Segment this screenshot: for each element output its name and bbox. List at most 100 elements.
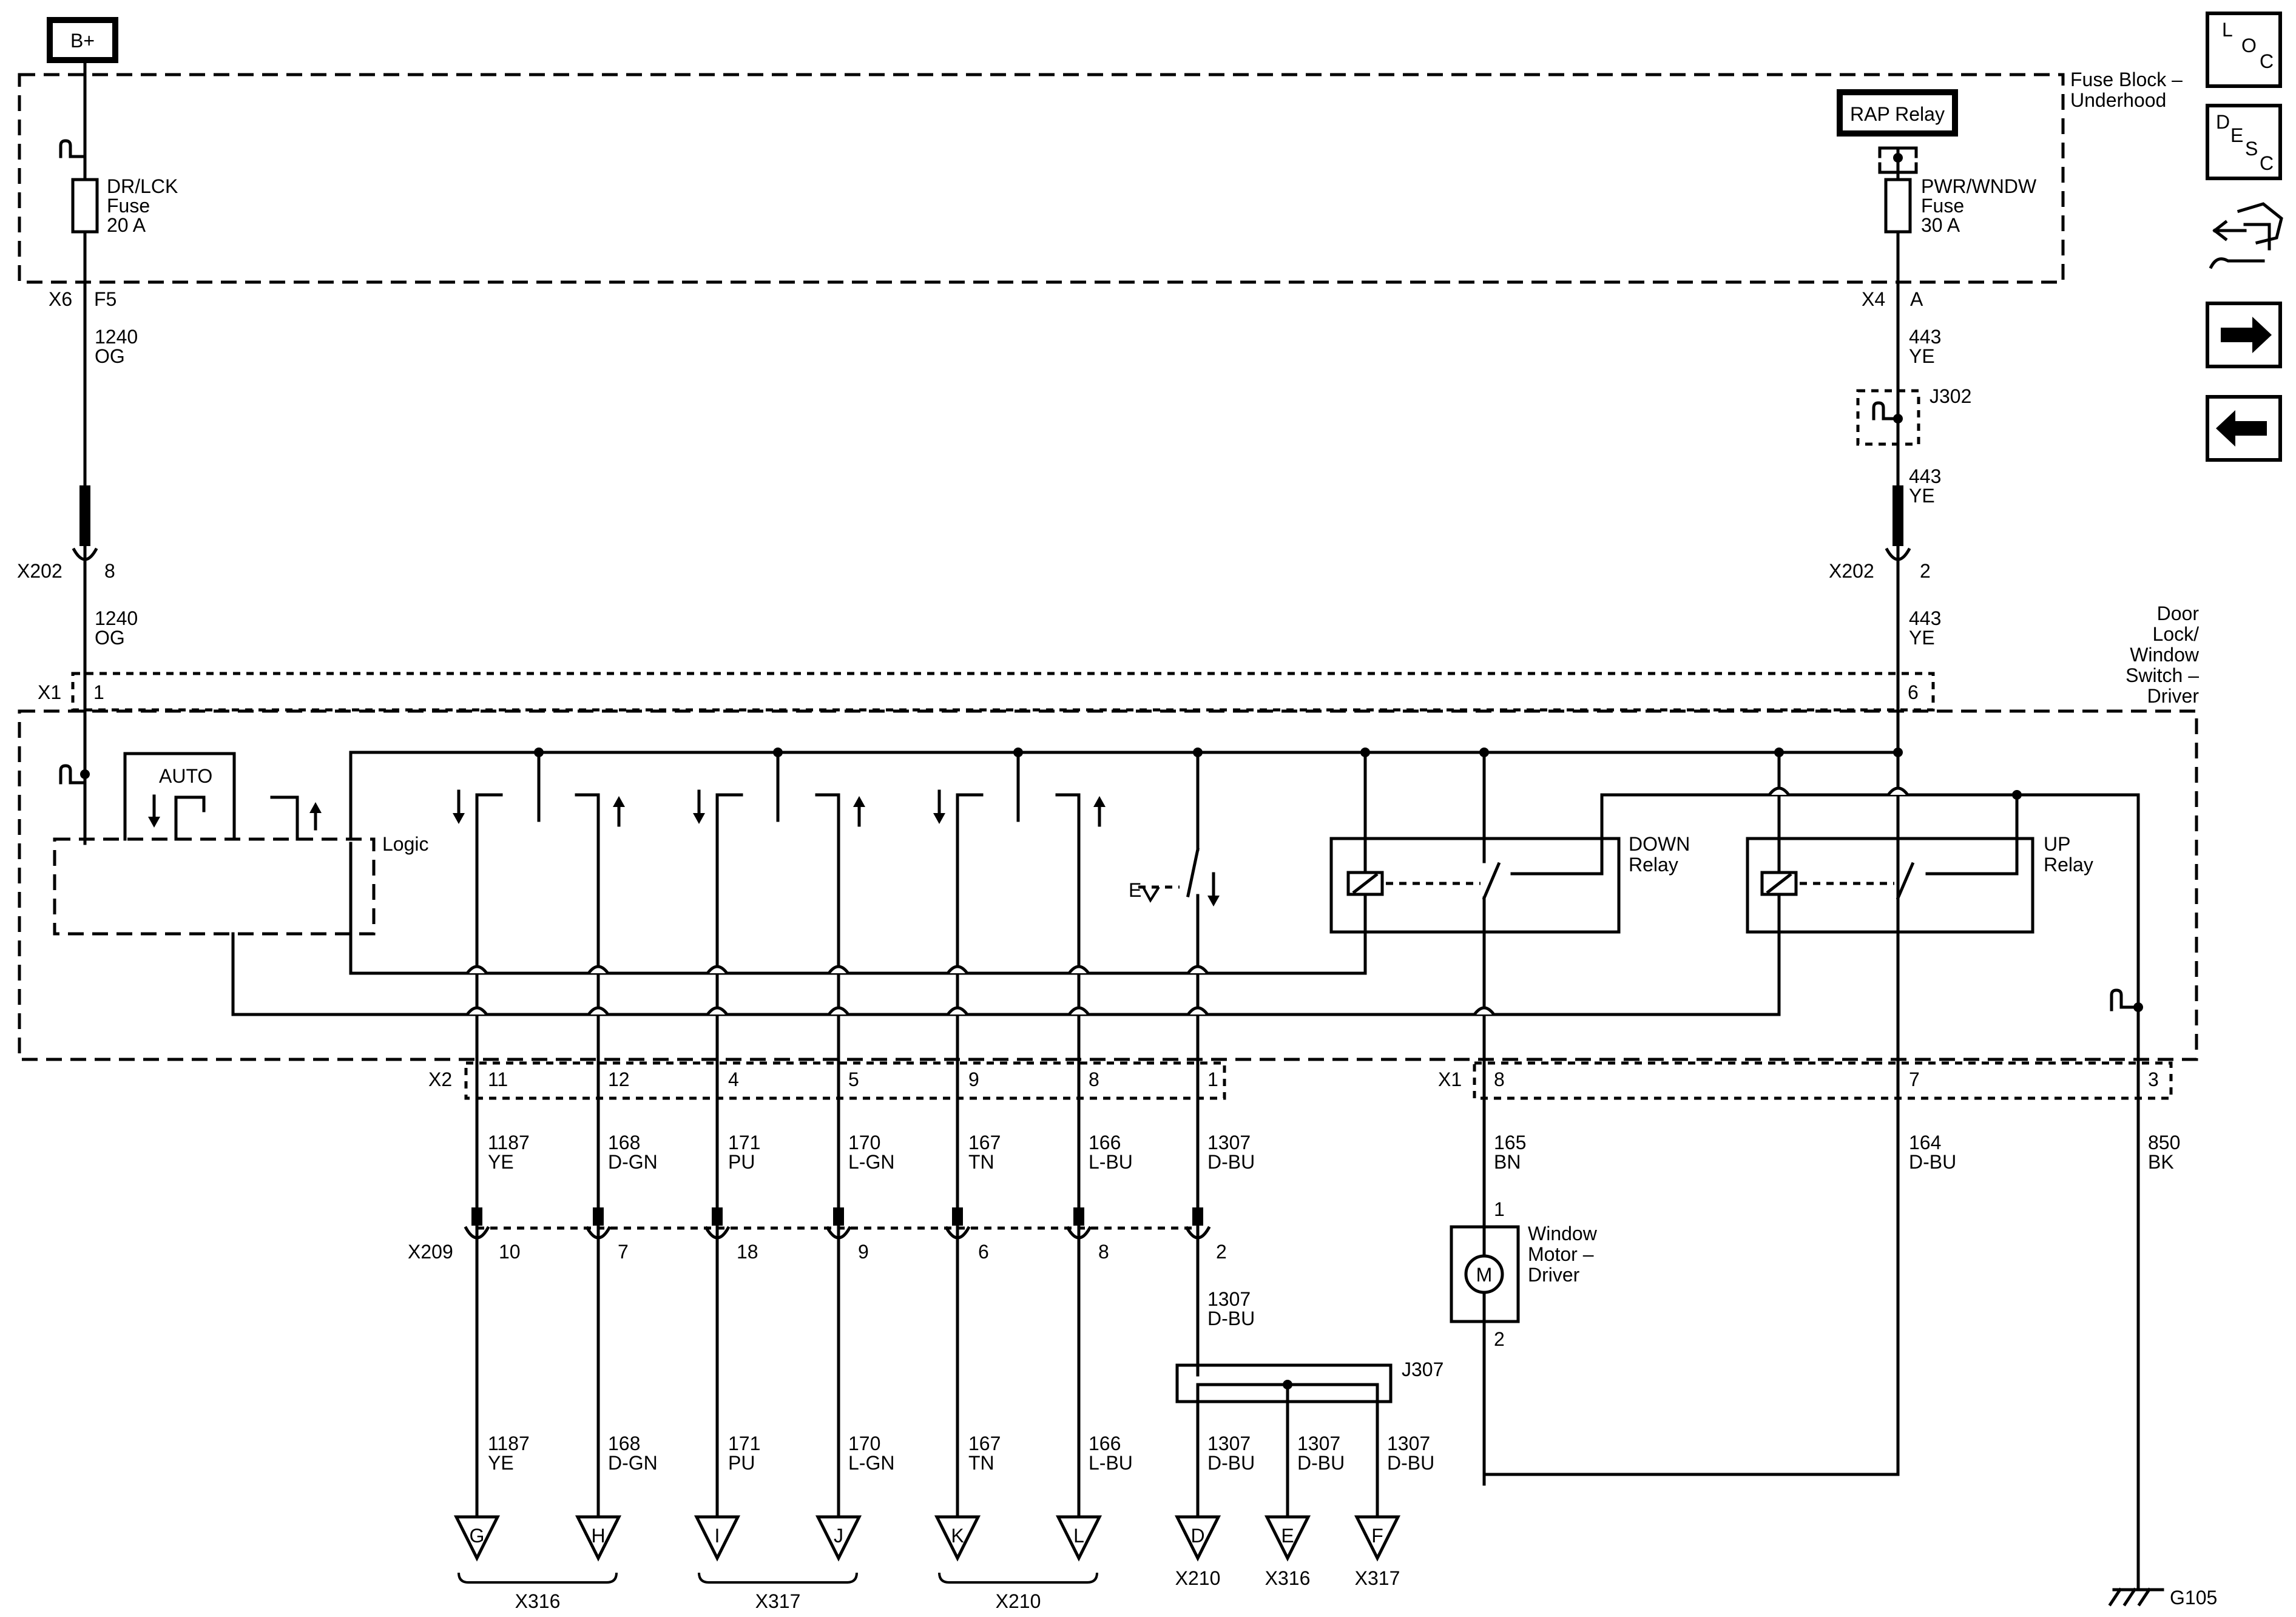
svg-text:850: 850 bbox=[2148, 1132, 2180, 1153]
auto-frame bbox=[123, 752, 236, 841]
auto-contact bbox=[174, 795, 206, 841]
svg-text:L-GN: L-GN bbox=[848, 1151, 894, 1173]
x202-right-label: X202 bbox=[1829, 560, 1874, 582]
previous-arrow-icon[interactable] bbox=[2206, 395, 2282, 462]
fuse-right-label1: PWR/WNDW bbox=[1921, 175, 2037, 197]
j302-hook bbox=[1872, 401, 1900, 420]
svg-text:165: 165 bbox=[1494, 1132, 1526, 1153]
svg-text:X210: X210 bbox=[1175, 1567, 1221, 1589]
svg-text:D-BU: D-BU bbox=[1909, 1151, 1956, 1173]
x1-top-label: X1 bbox=[38, 681, 61, 703]
switch-label-2: Lock/ bbox=[2153, 623, 2200, 645]
up-relay-label-1: UP bbox=[2044, 833, 2070, 855]
wire-443-color-1: YE bbox=[1909, 345, 1935, 367]
x6-label: X6 bbox=[49, 288, 72, 310]
svg-text:S: S bbox=[2245, 138, 2258, 160]
wire-1240-color-bottom: OG bbox=[95, 627, 125, 649]
x2-label: X2 bbox=[428, 1068, 452, 1090]
svg-text:7: 7 bbox=[618, 1241, 629, 1263]
svg-text:9: 9 bbox=[858, 1241, 869, 1263]
up-relay-label-2: Relay bbox=[2044, 854, 2093, 876]
svg-text:L: L bbox=[1073, 1525, 1084, 1547]
switch-contact-group-2 bbox=[693, 751, 865, 827]
x209-pins bbox=[464, 1207, 1211, 1240]
x202-left-cup bbox=[72, 547, 98, 561]
up-relay-box bbox=[1746, 837, 2034, 934]
x2-connector bbox=[464, 1061, 1226, 1100]
svg-text:D-BU: D-BU bbox=[1387, 1452, 1434, 1474]
svg-text:J: J bbox=[834, 1525, 843, 1547]
switch-label-5: Driver bbox=[2147, 685, 2200, 707]
next-arrow-icon[interactable] bbox=[2206, 302, 2282, 368]
svg-text:E: E bbox=[2230, 124, 2243, 146]
lock-switch-ev: E bbox=[1129, 751, 1220, 979]
svg-text:168: 168 bbox=[608, 1132, 640, 1153]
svg-text:167: 167 bbox=[968, 1132, 1001, 1153]
svg-text:BN: BN bbox=[1494, 1151, 1521, 1173]
logic-label: Logic bbox=[382, 833, 429, 855]
wire-443-num-2: 443 bbox=[1909, 465, 1941, 487]
svg-text:O: O bbox=[2241, 35, 2257, 56]
x1-bottom-label: X1 bbox=[1438, 1068, 1462, 1090]
svg-text:X316: X316 bbox=[515, 1590, 561, 1612]
svg-text:L-BU: L-BU bbox=[1089, 1452, 1133, 1474]
svg-text:YE: YE bbox=[488, 1151, 514, 1173]
x202-left-label: X202 bbox=[17, 560, 62, 582]
svg-text:6: 6 bbox=[978, 1241, 989, 1263]
svg-text:166: 166 bbox=[1089, 1433, 1121, 1454]
loc-icon[interactable]: L O C bbox=[2206, 12, 2282, 88]
j302-label: J302 bbox=[1930, 385, 1971, 407]
logic-block bbox=[53, 837, 376, 936]
svg-text:1307: 1307 bbox=[1207, 1132, 1251, 1153]
svg-text:L-GN: L-GN bbox=[848, 1452, 894, 1474]
auto-down-arrow-head bbox=[148, 817, 160, 828]
svg-text:L: L bbox=[2222, 19, 2233, 41]
svg-text:D-BU: D-BU bbox=[1207, 1452, 1255, 1474]
terminal-triangles: G H I J K L D E F bbox=[453, 1515, 1401, 1562]
ground-g105 bbox=[2108, 1576, 2164, 1607]
connector-tool-icon[interactable] bbox=[2209, 202, 2283, 269]
svg-text:H: H bbox=[591, 1525, 605, 1547]
x202-left-pin-label: 8 bbox=[104, 560, 115, 582]
fuse-left-label3: 20 A bbox=[107, 214, 146, 236]
switch-contact-group-1 bbox=[453, 751, 625, 827]
svg-text:D: D bbox=[2216, 111, 2230, 133]
svg-text:TN: TN bbox=[968, 1151, 994, 1173]
wire-1240-color-top: OG bbox=[95, 345, 125, 367]
wire-443-num-1: 443 bbox=[1909, 326, 1941, 348]
wire-1307-mid-num: 1307 bbox=[1207, 1288, 1251, 1310]
x1-bottom-pin-labels: 8 7 3 bbox=[1494, 1068, 2159, 1090]
up-relay-arm bbox=[1896, 862, 1915, 900]
wire-1240-num-top: 1240 bbox=[95, 326, 138, 348]
svg-text:PU: PU bbox=[728, 1452, 755, 1474]
svg-text:1: 1 bbox=[1207, 1068, 1218, 1090]
svg-text:C: C bbox=[2260, 152, 2274, 174]
motor-return-wire bbox=[1482, 1320, 1900, 1476]
x202-right-pin-label: 2 bbox=[1920, 560, 1931, 582]
svg-text:171: 171 bbox=[728, 1132, 760, 1153]
fuse-right-label2: Fuse bbox=[1921, 195, 1964, 217]
svg-text:10: 10 bbox=[499, 1241, 521, 1263]
bplus-label: B+ bbox=[70, 30, 95, 52]
logic-up-arrow-head bbox=[309, 802, 322, 813]
terminal-connector-labels: X210 X316 X317 bbox=[1175, 1567, 1400, 1589]
svg-text:170: 170 bbox=[848, 1433, 880, 1454]
down-relay-arm bbox=[1482, 862, 1501, 900]
switch-module-outline bbox=[18, 709, 2198, 1061]
svg-text:X317: X317 bbox=[755, 1590, 801, 1612]
bplus-box bbox=[47, 17, 118, 63]
motor-label-1: Window bbox=[1528, 1223, 1598, 1244]
x1-top-connector bbox=[71, 672, 1935, 712]
svg-text:PU: PU bbox=[728, 1151, 755, 1173]
lower-bus-2 bbox=[231, 932, 1781, 1016]
desc-icon[interactable]: D E S C bbox=[2206, 104, 2282, 180]
x1-top-pin1: 1 bbox=[93, 681, 104, 703]
x202-right-cup bbox=[1885, 547, 1911, 561]
j307-box bbox=[1175, 1363, 1393, 1403]
svg-text:L-BU: L-BU bbox=[1089, 1151, 1133, 1173]
svg-text:5: 5 bbox=[848, 1068, 859, 1090]
svg-text:X316: X316 bbox=[1265, 1567, 1311, 1589]
svg-text:2: 2 bbox=[1216, 1241, 1227, 1263]
window-motor-icon bbox=[1464, 1254, 1504, 1294]
